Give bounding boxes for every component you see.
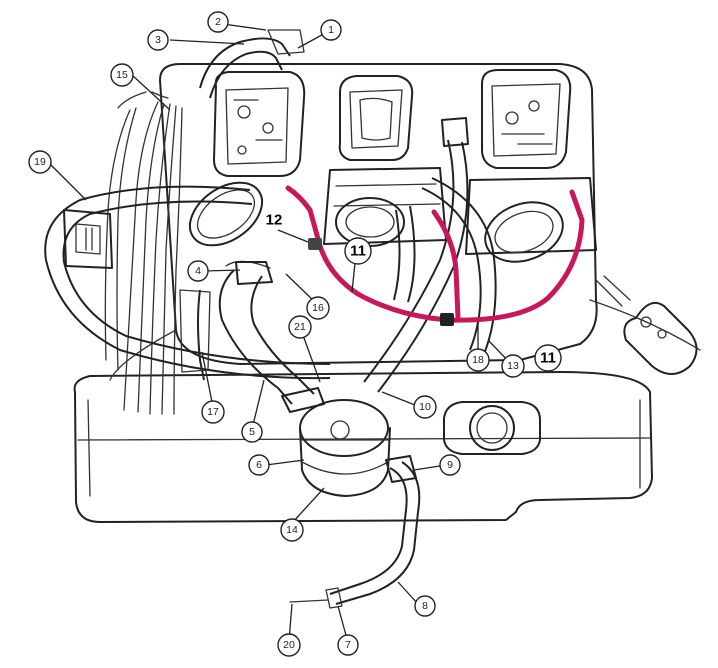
callout-4: 4 (187, 260, 209, 282)
svg-text:1: 1 (328, 24, 334, 36)
callout-14: 14 (280, 518, 304, 542)
callout-2: 2 (207, 11, 229, 33)
callout-8: 8 (414, 595, 436, 617)
svg-text:4: 4 (195, 265, 201, 277)
svg-text:9: 9 (447, 459, 453, 471)
svg-text:15: 15 (116, 69, 128, 81)
vacuum-hose-11 (285, 185, 585, 326)
dashpot-right (484, 201, 564, 263)
svg-text:8: 8 (422, 600, 428, 612)
callout-9: 9 (439, 454, 461, 476)
carburetor-center (323, 75, 447, 245)
callout-17: 17 (201, 400, 225, 424)
breather-hose-top (199, 29, 305, 99)
rocker-cover (73, 371, 653, 523)
connector-12 (308, 238, 322, 250)
hose-17 (179, 289, 211, 381)
svg-text:18: 18 (472, 354, 484, 366)
svg-text:16: 16 (312, 302, 324, 314)
svg-text:17: 17 (207, 406, 219, 418)
valve-19 (63, 209, 113, 269)
callout-18: 18 (466, 348, 490, 372)
callout-20: 20 (277, 633, 301, 657)
svg-text:2: 2 (215, 16, 221, 28)
carburetor-left (213, 71, 306, 177)
svg-text:20: 20 (283, 639, 295, 651)
filter-canister (299, 399, 391, 497)
svg-text:21: 21 (294, 321, 306, 333)
callout-5: 5 (241, 421, 263, 443)
callout-3: 3 (147, 29, 169, 51)
svg-text:11: 11 (350, 243, 366, 260)
callout-10: 10 (413, 395, 437, 419)
svg-text:10: 10 (419, 401, 431, 413)
hose-center-carb (393, 205, 416, 303)
svg-text:12: 12 (266, 212, 283, 229)
oil-filler-cap (443, 401, 541, 455)
svg-text:3: 3 (155, 34, 161, 46)
callout-7: 7 (337, 634, 359, 656)
callout-11-right: 11 (534, 344, 562, 372)
callout-21: 21 (288, 315, 312, 339)
callout-19: 19 (28, 150, 52, 174)
right-spark-plug (595, 275, 698, 375)
callout-16: 16 (306, 296, 330, 320)
svg-text:7: 7 (345, 639, 351, 651)
callout-12: 12 (266, 212, 283, 229)
svg-text:14: 14 (286, 524, 298, 536)
hose-5 (218, 260, 325, 413)
svg-text:5: 5 (249, 426, 255, 438)
svg-text:6: 6 (256, 459, 262, 471)
callout-1: 1 (320, 19, 342, 41)
dashpot-left (188, 181, 264, 247)
callout-13: 13 (501, 354, 525, 378)
svg-text:19: 19 (34, 156, 46, 168)
callout-6: 6 (248, 454, 270, 476)
vacuum-tee-fitting (440, 313, 454, 326)
svg-text:13: 13 (507, 360, 519, 372)
outlet-hose-8 (289, 455, 421, 609)
callout-15: 15 (110, 63, 134, 87)
svg-text:11: 11 (540, 350, 556, 367)
callout-11-center: 11 (344, 237, 372, 265)
